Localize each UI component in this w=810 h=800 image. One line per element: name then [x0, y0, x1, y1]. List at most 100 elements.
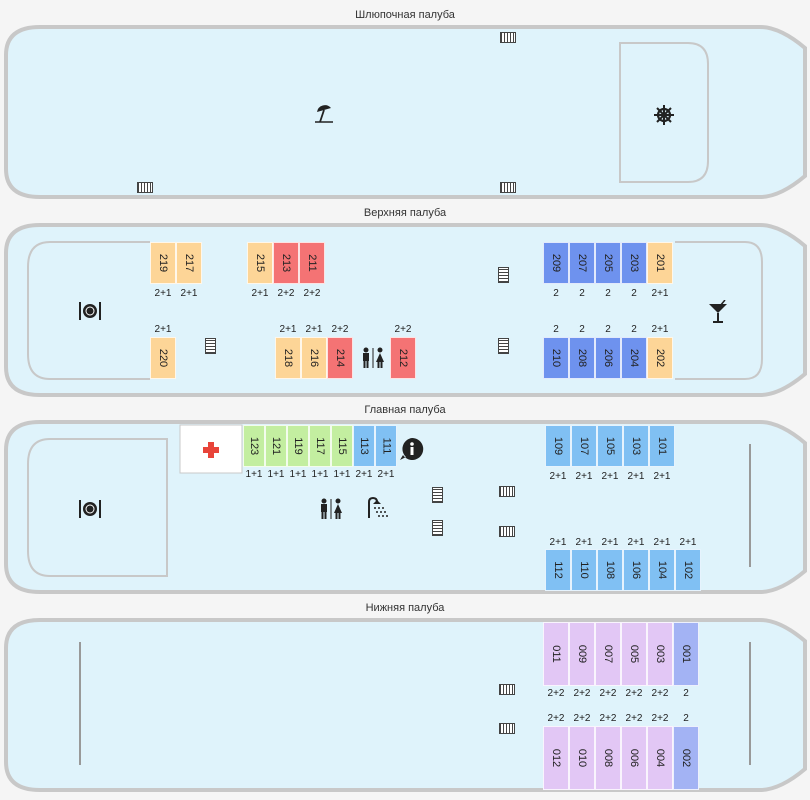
cabin-007[interactable]: 007 [595, 622, 621, 686]
cabin-119[interactable]: 119 [287, 425, 309, 467]
info-icon[interactable] [400, 437, 424, 461]
cabin-002[interactable]: 002 [673, 726, 699, 790]
cabin-number: 121 [269, 436, 282, 456]
cabin-115[interactable]: 115 [331, 425, 353, 467]
cabin-capacity: 2 [579, 288, 585, 299]
cabin-208[interactable]: 208 [569, 337, 595, 379]
cabin-number: 009 [575, 644, 588, 664]
cabin-capacity: 2+2 [277, 288, 295, 299]
cabin-205[interactable]: 205 [595, 242, 621, 284]
cabin-215[interactable]: 215 [247, 242, 273, 284]
cabin-capacity: 2 [579, 324, 585, 335]
cabin-capacity: 2+2 [331, 324, 349, 335]
stairs-icon [499, 526, 515, 537]
cabin-109[interactable]: 109 [545, 425, 571, 467]
cabin-214[interactable]: 214 [327, 337, 353, 379]
cabin-201[interactable]: 201 [647, 242, 673, 284]
stairs-icon [499, 486, 515, 497]
cabin-108[interactable]: 108 [597, 549, 623, 591]
cabin-210[interactable]: 210 [543, 337, 569, 379]
cabin-number: 008 [601, 748, 614, 768]
cabin-009[interactable]: 009 [569, 622, 595, 686]
cabin-capacity: 1+1 [245, 469, 263, 480]
cabin-206[interactable]: 206 [595, 337, 621, 379]
cabin-001[interactable]: 001 [673, 622, 699, 686]
cabin-110[interactable]: 110 [571, 549, 597, 591]
cabin-number: 205 [601, 253, 614, 273]
cabin-number: 210 [549, 348, 562, 368]
stairs-icon [432, 487, 443, 503]
cabin-number: 010 [575, 748, 588, 768]
cabin-capacity: 2+2 [651, 688, 669, 699]
cabin-capacity: 2+2 [599, 688, 617, 699]
cabin-104[interactable]: 104 [649, 549, 675, 591]
cabin-113[interactable]: 113 [353, 425, 375, 467]
cabin-number: 011 [549, 645, 562, 663]
cabin-123[interactable]: 123 [243, 425, 265, 467]
cabin-211[interactable]: 211 [299, 242, 325, 284]
cabin-220[interactable]: 220 [150, 337, 176, 379]
cabin-216[interactable]: 216 [301, 337, 327, 379]
cabin-012[interactable]: 012 [543, 726, 569, 790]
cabin-005[interactable]: 005 [621, 622, 647, 686]
cocktail-bar-icon [709, 300, 727, 323]
cabin-number: 102 [681, 560, 694, 580]
cabin-217[interactable]: 217 [176, 242, 202, 284]
cabin-103[interactable]: 103 [623, 425, 649, 467]
cabin-number: 215 [253, 253, 266, 273]
main-deck-title: Главная палуба [364, 404, 446, 416]
shower-icon [368, 496, 388, 518]
cabin-capacity: 2+2 [625, 713, 643, 724]
cabin-capacity: 2 [683, 713, 689, 724]
cabin-117[interactable]: 117 [309, 425, 331, 467]
cabin-capacity: 2 [631, 324, 637, 335]
cabin-capacity: 2+1 [154, 288, 172, 299]
cabin-219[interactable]: 219 [150, 242, 176, 284]
cabin-212[interactable]: 212 [390, 337, 416, 379]
cabin-number: 219 [156, 253, 169, 273]
cabin-004[interactable]: 004 [647, 726, 673, 790]
cabin-101[interactable]: 101 [649, 425, 675, 467]
cabin-number: 207 [575, 253, 588, 273]
cabin-capacity: 2+2 [573, 713, 591, 724]
cabin-capacity: 2+1 [627, 537, 645, 548]
cabin-008[interactable]: 008 [595, 726, 621, 790]
cabin-number: 004 [653, 748, 666, 768]
cabin-capacity: 1+1 [267, 469, 285, 480]
cabin-213[interactable]: 213 [273, 242, 299, 284]
cabin-number: 001 [679, 644, 692, 664]
cabin-202[interactable]: 202 [647, 337, 673, 379]
cabin-capacity: 2+1 [549, 471, 567, 482]
cabin-106[interactable]: 106 [623, 549, 649, 591]
cabin-209[interactable]: 209 [543, 242, 569, 284]
cabin-102[interactable]: 102 [675, 549, 701, 591]
cabin-010[interactable]: 010 [569, 726, 595, 790]
cabin-capacity: 2 [605, 288, 611, 299]
cabin-003[interactable]: 003 [647, 622, 673, 686]
cabin-006[interactable]: 006 [621, 726, 647, 790]
cabin-number: 217 [182, 253, 195, 273]
cabin-105[interactable]: 105 [597, 425, 623, 467]
cabin-number: 206 [601, 348, 614, 368]
cabin-203[interactable]: 203 [621, 242, 647, 284]
cabin-218[interactable]: 218 [275, 337, 301, 379]
cabin-capacity: 2+1 [549, 537, 567, 548]
cabin-number: 208 [575, 348, 588, 368]
cabin-number: 107 [577, 436, 590, 456]
cabin-207[interactable]: 207 [569, 242, 595, 284]
cabin-number: 123 [247, 436, 260, 456]
cabin-011[interactable]: 011 [543, 622, 569, 686]
cabin-capacity: 2+2 [651, 713, 669, 724]
cabin-capacity: 2+2 [547, 688, 565, 699]
boat-deck-title: Шлюпочная палуба [355, 9, 455, 21]
cabin-capacity: 2+1 [653, 537, 671, 548]
cabin-111[interactable]: 111 [375, 425, 397, 467]
cabin-capacity: 2+1 [651, 288, 669, 299]
cabin-121[interactable]: 121 [265, 425, 287, 467]
cabin-107[interactable]: 107 [571, 425, 597, 467]
cabin-capacity: 2+1 [180, 288, 198, 299]
cabin-204[interactable]: 204 [621, 337, 647, 379]
cabin-112[interactable]: 112 [545, 549, 571, 591]
stairs-icon [499, 684, 515, 695]
cabin-capacity: 2+2 [394, 324, 412, 335]
